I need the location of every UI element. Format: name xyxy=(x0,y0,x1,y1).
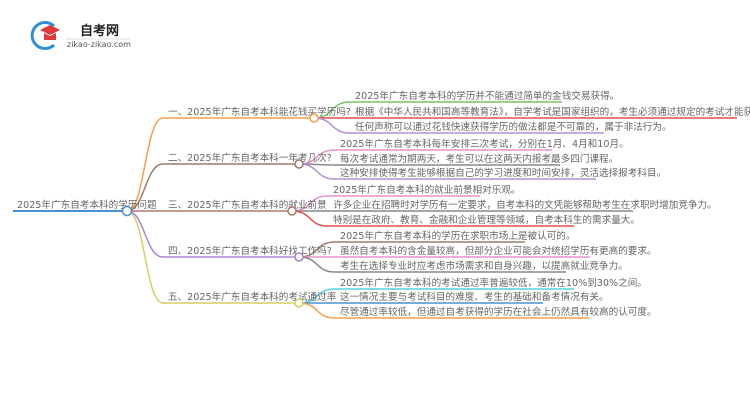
leaf-connector xyxy=(298,163,596,180)
branch-collapse-toggle[interactable] xyxy=(309,113,319,123)
leaf-label[interactable]: 尽管通过率较低，但通过自考获得的学历在社会上仍然具有较高的认可度。 xyxy=(340,306,657,318)
root-collapse-toggle[interactable] xyxy=(121,205,133,217)
leaf-label[interactable]: 2025年广东自考本科的学历并不能通过简单的金钱交易获得。 xyxy=(355,90,619,102)
branch-connector xyxy=(126,210,299,258)
leaf-label[interactable]: 2025年广东自考本科的考试通过率普遍较低，通常在10%到30%之间。 xyxy=(340,277,647,289)
branch-label[interactable]: 一、2025年广东自考本科能花钱买学历吗? xyxy=(168,106,351,118)
branch-collapse-toggle[interactable] xyxy=(294,252,304,262)
branch-label[interactable]: 三、2025年广东自考本科的就业前景 xyxy=(168,199,327,211)
logo: 自考网 zikao-zikao.com xyxy=(30,21,131,50)
leaf-label[interactable]: 2025年广东自考本科的学历在求职市场上是被认可的。 xyxy=(340,230,575,242)
branch-collapse-toggle[interactable] xyxy=(294,298,304,308)
branch-connector xyxy=(126,210,299,304)
leaf-label[interactable]: 许多企业在招聘时对学历有一定要求，自考本科的文凭能够帮助考生在求职时增加竞争力。 xyxy=(333,199,717,211)
leaf-label[interactable]: 这一情况主要与考试科目的难度、考生的基础和备考情况有关。 xyxy=(340,291,609,303)
leaf-label[interactable]: 特别是在政府、教育、金融和企业管理等领域，自考本科生的需求量大。 xyxy=(333,214,640,226)
logo-ring-icon xyxy=(30,21,56,50)
leaf-connector xyxy=(291,210,574,227)
root-label: 2025年广东自考本科的学历问题 xyxy=(17,199,157,211)
branch-connector xyxy=(126,163,299,212)
leaf-connector xyxy=(313,117,604,134)
logo-name: 自考网 xyxy=(80,23,119,39)
leaf-label[interactable]: 虽然自考本科的含金量较高，但部分企业可能会对统招学历有更高的要求。 xyxy=(340,245,657,257)
graduation-cap-icon xyxy=(40,25,60,40)
leaf-label[interactable]: 考生在选择专业时应考虑市场需求和自身兴趣，以提高就业竞争力。 xyxy=(340,260,628,272)
leaf-label[interactable]: 这种安排使得考生能够根据自己的学习进度和时间安排，灵活选择报考科目。 xyxy=(340,167,666,179)
logo-url: zikao-zikao.com xyxy=(67,40,131,49)
leaf-label[interactable]: 2025年广东自考本科的就业前景相对乐观。 xyxy=(333,184,521,196)
leaf-label[interactable]: 每次考试通常为期两天，考生可以在这两天内报考最多四门课程。 xyxy=(340,153,618,165)
branch-label[interactable]: 五、2025年广东自考本科的考试通过率 xyxy=(168,291,337,303)
branch-label[interactable]: 二、2025年广东自考本科一年考几次? xyxy=(168,152,332,164)
branch-connector xyxy=(126,117,314,212)
leaf-label[interactable]: 任何声称可以通过花钱快速获得学历的做法都是不可靠的，属于非法行为。 xyxy=(355,121,672,133)
leaf-label[interactable]: 根据《中华人民共和国高等教育法》，自学考试是国家组织的，考生必须通过规定的考试才… xyxy=(355,106,750,118)
branch-collapse-toggle[interactable] xyxy=(294,159,304,169)
root-node[interactable]: 2025年广东自考本科的学历问题 xyxy=(17,199,157,211)
branch-label[interactable]: 四、2025年广东自考本科好找工作吗? xyxy=(168,245,332,257)
leaf-connector xyxy=(298,256,566,273)
branch-collapse-toggle[interactable] xyxy=(287,206,297,216)
leaf-connector xyxy=(298,302,589,319)
leaf-label[interactable]: 2025年广东自考本科每年安排三次考试，分别在1月、4月和10月。 xyxy=(340,138,629,150)
